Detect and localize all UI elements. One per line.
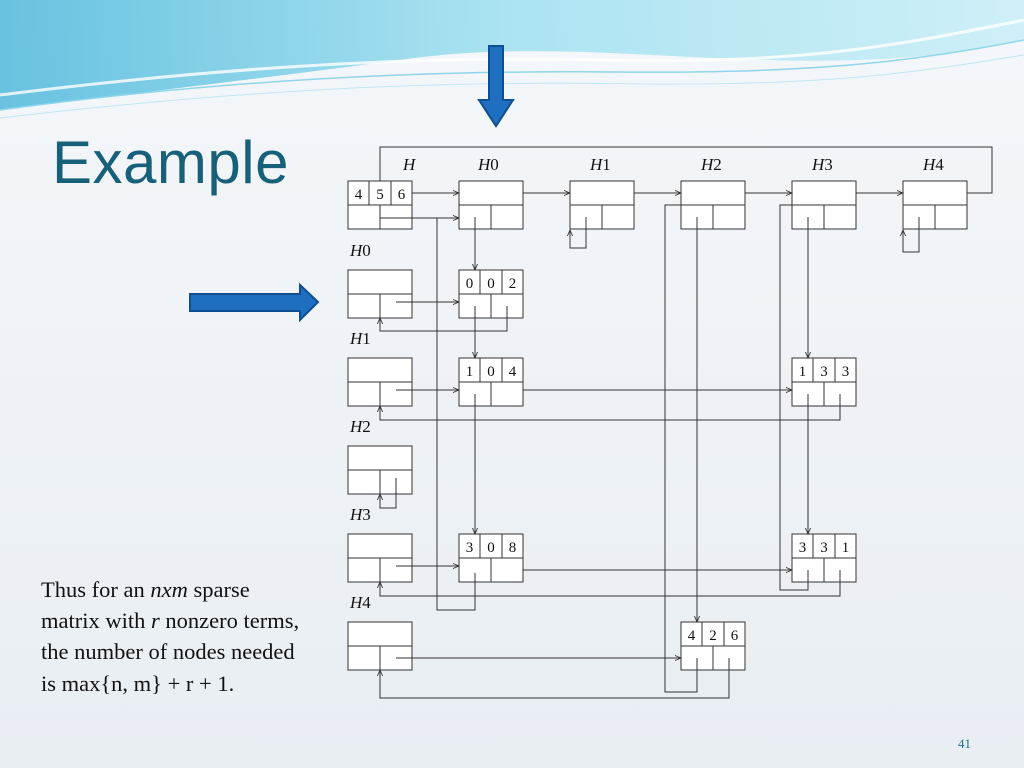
row-label-H1: H1 bbox=[349, 329, 371, 348]
svg-text:2: 2 bbox=[509, 276, 517, 292]
head-node-H4 bbox=[902, 180, 968, 230]
element-node-4-2-6: 4 2 6 bbox=[680, 621, 746, 671]
slide-number: 41 bbox=[958, 736, 971, 751]
label-H2: H2 bbox=[700, 155, 722, 174]
svg-text:3: 3 bbox=[820, 540, 828, 556]
label-H0: H0 bbox=[477, 155, 499, 174]
svg-text:1: 1 bbox=[842, 540, 850, 556]
svg-text:5: 5 bbox=[376, 187, 384, 203]
head-node-H1 bbox=[569, 180, 635, 230]
label-H: H bbox=[402, 155, 417, 174]
row-head-H0 bbox=[347, 269, 413, 319]
header-labels: H H0 H1 H2 H3 H4 bbox=[402, 155, 944, 174]
svg-text:3: 3 bbox=[799, 540, 807, 556]
svg-text:1: 1 bbox=[466, 364, 474, 380]
head-node-H0 bbox=[458, 180, 524, 230]
svg-text:6: 6 bbox=[398, 187, 406, 203]
svg-text:0: 0 bbox=[487, 364, 495, 380]
wave-decoration bbox=[0, 0, 1024, 110]
svg-text:4: 4 bbox=[688, 628, 696, 644]
element-node-3-3-1: 3 3 1 bbox=[791, 533, 857, 583]
right-arrow-icon bbox=[189, 282, 320, 323]
pointer-links bbox=[380, 146, 993, 699]
body-text: Thus for an nxm sparse matrix with r non… bbox=[41, 577, 300, 696]
element-node-1-0-4: 1 0 4 bbox=[458, 357, 524, 407]
element-node-1-3-3: 1 3 3 bbox=[791, 357, 857, 407]
row-head-H3 bbox=[347, 533, 413, 583]
svg-text:6: 6 bbox=[731, 628, 739, 644]
label-H4: H4 bbox=[922, 155, 944, 174]
element-node-0-0-2: 0 0 2 bbox=[458, 269, 524, 319]
svg-text:3: 3 bbox=[842, 364, 850, 380]
row-head-H2 bbox=[347, 445, 413, 495]
svg-text:2: 2 bbox=[709, 628, 717, 644]
head-node-H: 4 5 6 bbox=[347, 180, 413, 230]
svg-text:4: 4 bbox=[509, 364, 517, 380]
row-label-H3: H3 bbox=[349, 505, 371, 524]
head-node-H3 bbox=[791, 180, 857, 230]
label-H3: H3 bbox=[811, 155, 833, 174]
row-head-nodes bbox=[347, 269, 413, 671]
svg-text:4: 4 bbox=[355, 187, 363, 203]
row-label-H0: H0 bbox=[349, 241, 371, 260]
element-node-3-0-8: 3 0 8 bbox=[458, 533, 524, 583]
row-head-H1 bbox=[347, 357, 413, 407]
svg-text:1: 1 bbox=[799, 364, 807, 380]
svg-text:0: 0 bbox=[466, 276, 474, 292]
row-head-H4 bbox=[347, 621, 413, 671]
svg-text:3: 3 bbox=[820, 364, 828, 380]
label-H1: H1 bbox=[589, 155, 611, 174]
slide-title: Example bbox=[52, 129, 289, 196]
svg-text:8: 8 bbox=[509, 540, 517, 556]
svg-text:3: 3 bbox=[466, 540, 474, 556]
svg-text:0: 0 bbox=[487, 276, 495, 292]
head-node-H2 bbox=[680, 180, 746, 230]
row-label-H4: H4 bbox=[349, 593, 371, 612]
row-label-H2: H2 bbox=[349, 417, 371, 436]
row-labels: H0 H1 H2 H3 H4 bbox=[349, 241, 371, 612]
column-head-nodes bbox=[458, 180, 968, 230]
svg-text:0: 0 bbox=[487, 540, 495, 556]
down-arrow-icon bbox=[477, 45, 515, 128]
